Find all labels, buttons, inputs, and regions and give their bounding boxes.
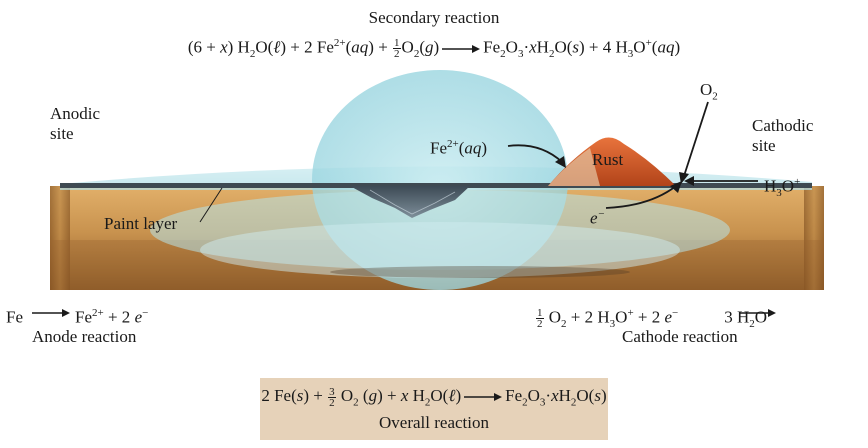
o2-arrow xyxy=(683,101,709,177)
overall-reaction-caption: Overall reaction xyxy=(379,413,489,433)
overall-arrow-icon xyxy=(464,393,503,402)
corrosion-pit xyxy=(350,186,470,218)
anode-reaction-caption: Anode reaction xyxy=(32,327,137,346)
fe-ion-arrow xyxy=(507,144,563,163)
reaction-arrow-icon xyxy=(442,44,481,53)
o2-label: O2 xyxy=(700,80,718,103)
paint-layer xyxy=(60,183,812,188)
cathode-reaction-caption: Cathode reaction xyxy=(622,327,738,346)
h3o-label: H3O+ xyxy=(764,176,801,200)
rust-label: Rust xyxy=(592,150,624,169)
cathodic-site-label: Cathodic site xyxy=(752,116,814,155)
paint-layer-label: Paint layer xyxy=(104,214,178,233)
anodic-site-label: Anodic site xyxy=(50,104,101,143)
secondary-reaction-title: Secondary reaction xyxy=(368,8,500,27)
electron-arrow xyxy=(605,185,677,209)
paint-layer-leader xyxy=(199,187,223,223)
electron-label: e− xyxy=(590,208,605,228)
fe-aq-label: Fe2+(aq) xyxy=(430,138,488,158)
